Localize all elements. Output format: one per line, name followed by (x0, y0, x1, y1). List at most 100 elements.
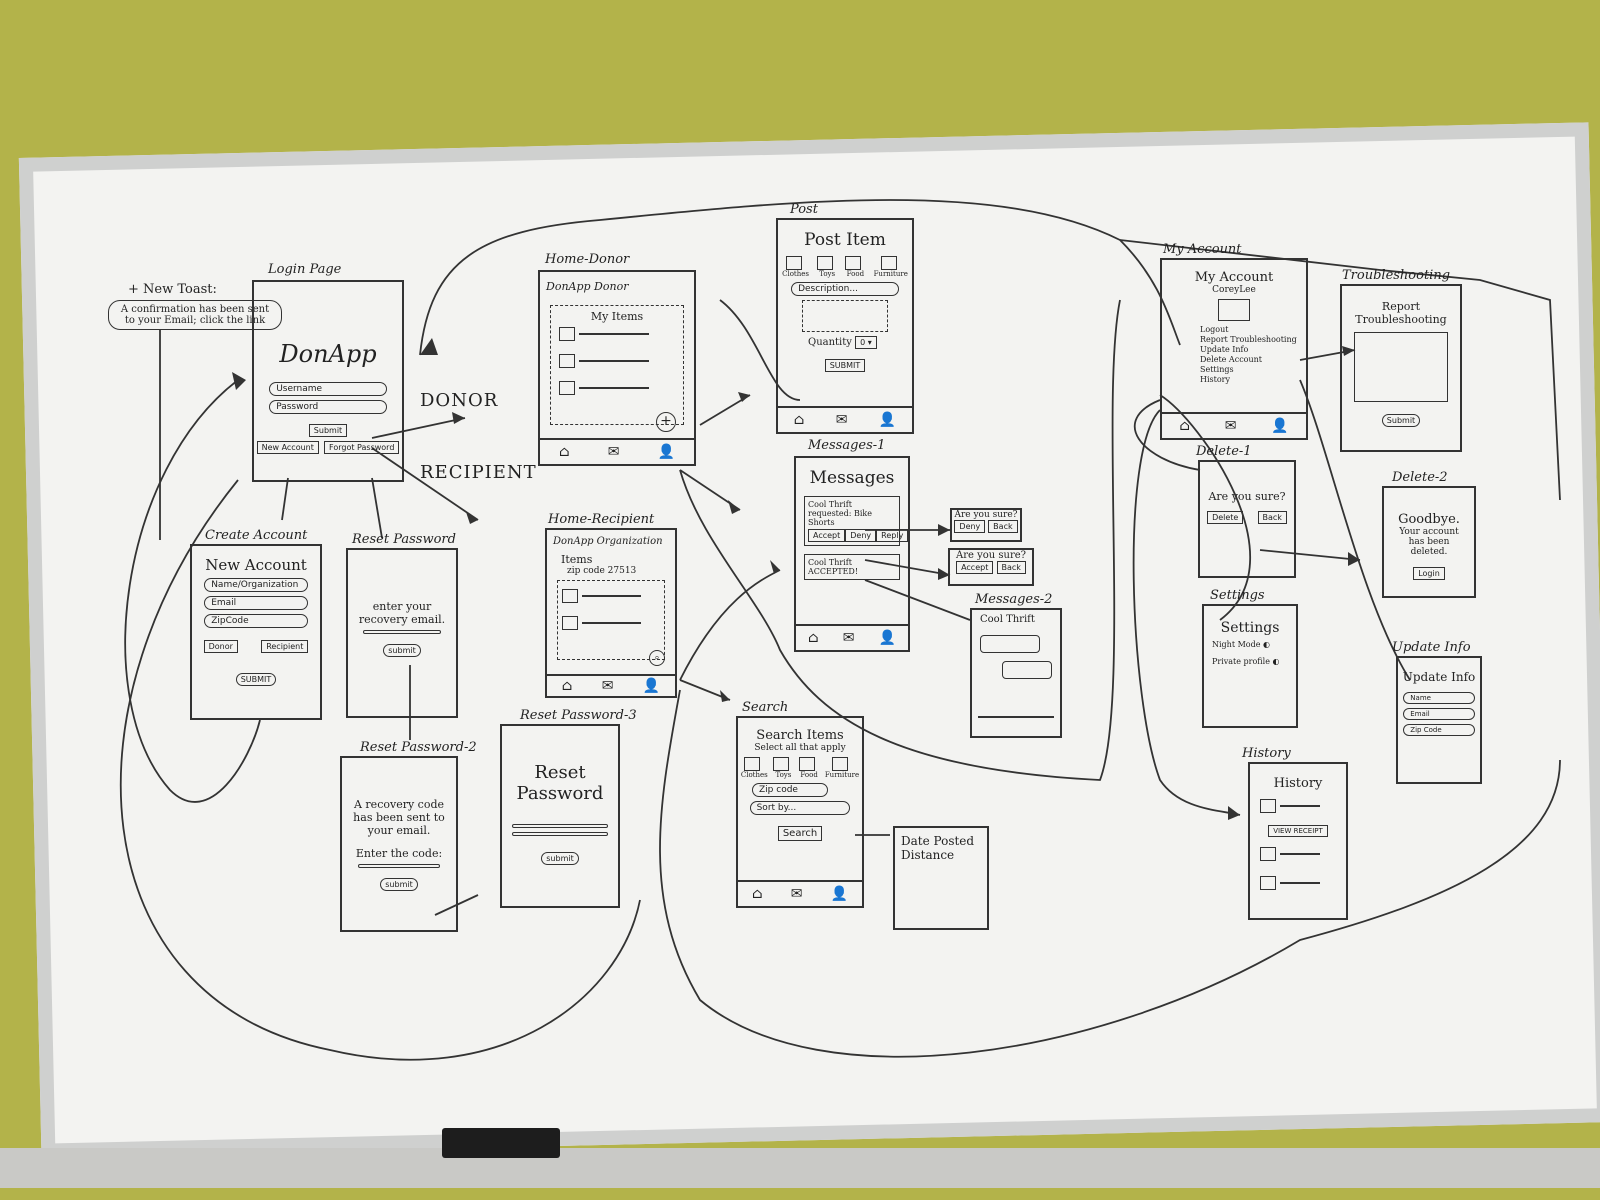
account-icon[interactable]: 👤 (830, 886, 848, 902)
recipient-option[interactable]: Recipient (261, 640, 309, 653)
accept-button[interactable]: Accept (808, 529, 846, 542)
post-screen: Post Item Clothes Toys Food Furniture De… (776, 218, 914, 434)
delete-account-link[interactable]: Delete Account (1200, 355, 1263, 364)
my-items-list: My Items (550, 305, 684, 425)
account-icon[interactable]: 👤 (642, 678, 661, 694)
new-password-field[interactable] (512, 824, 608, 828)
private-profile-toggle[interactable]: Private profile ◐ (1212, 657, 1280, 666)
mail-icon[interactable]: ✉ (790, 886, 803, 902)
marker-tray (0, 1148, 1600, 1188)
add-item-icon[interactable]: + (656, 412, 676, 432)
logout-link[interactable]: Logout (1200, 325, 1229, 334)
home-donor-screen: DonApp Donor My Items + ⌂ ✉ 👤 (538, 270, 696, 466)
mail-icon[interactable]: ✉ (601, 678, 614, 694)
deny-confirm-button[interactable]: Deny (954, 520, 986, 533)
login-submit-button[interactable]: Submit (308, 424, 348, 437)
home-recipient-title: Home-Recipient (548, 512, 655, 527)
category-clothes[interactable]: Clothes (741, 757, 768, 779)
recovery-email-field[interactable] (362, 630, 442, 634)
email-field[interactable]: Email (204, 596, 308, 610)
home-icon[interactable]: ⌂ (793, 412, 805, 428)
category-food[interactable]: Food (845, 256, 865, 278)
category-furniture[interactable]: Furniture (825, 757, 859, 779)
message-item[interactable]: Cool Thrift requested: Bike Shorts Accep… (804, 496, 909, 546)
username-field[interactable]: Username (269, 382, 387, 396)
sort-dropdown[interactable]: Sort by... (749, 801, 851, 815)
home-icon[interactable]: ⌂ (752, 886, 763, 902)
settings-title: Settings (1210, 588, 1265, 603)
sort-options-panel: Date Posted Distance (893, 826, 989, 930)
code-submit-button[interactable]: submit (380, 878, 418, 891)
recovery-code-field[interactable] (357, 864, 441, 868)
account-icon[interactable]: 👤 (878, 412, 897, 428)
zip-code-field[interactable]: Zip code (752, 783, 828, 797)
description-field[interactable]: Description... (791, 282, 899, 296)
category-furniture[interactable]: Furniture (874, 256, 908, 278)
account-icon[interactable]: 👤 (878, 630, 896, 646)
update-info-link[interactable]: Update Info (1200, 345, 1249, 354)
back-button[interactable]: Back (1257, 511, 1287, 524)
home-icon[interactable]: ⌂ (559, 444, 570, 460)
list-item[interactable] (559, 350, 675, 369)
new-account-button[interactable]: New Account (256, 441, 319, 454)
settings-link[interactable]: Settings (1200, 365, 1234, 374)
email-field[interactable]: Email (1403, 708, 1475, 720)
confirm-password-field[interactable] (512, 832, 608, 836)
new-password-submit-button[interactable]: submit (541, 852, 579, 865)
search-button[interactable]: Search (777, 826, 823, 841)
category-clothes[interactable]: Clothes (782, 256, 809, 278)
post-submit-button[interactable]: SUBMIT (824, 359, 866, 372)
login-button[interactable]: Login (1413, 567, 1445, 580)
quantity-stepper[interactable]: Quantity 0 ▾ (778, 336, 912, 349)
category-toys[interactable]: Toys (773, 757, 793, 779)
deny-confirm-dialog: Are you sure? Deny Back (950, 508, 1022, 542)
mail-icon[interactable]: ✉ (607, 444, 620, 460)
message-item[interactable]: Cool Thrift ACCEPTED! (804, 554, 900, 580)
back-button[interactable]: Back (996, 561, 1026, 574)
mail-icon[interactable]: ✉ (842, 630, 855, 646)
night-mode-toggle[interactable]: Night Mode ◐ (1212, 640, 1270, 649)
deny-button[interactable]: Deny (845, 529, 877, 542)
name-field[interactable]: Name/Organization (204, 578, 308, 592)
reply-button[interactable]: Reply (876, 529, 909, 542)
list-item[interactable] (562, 612, 660, 631)
home-icon[interactable]: ⌂ (1179, 418, 1191, 434)
home-recipient-screen: DonApp Organization Items zip code 27513… (545, 528, 677, 698)
password-field[interactable]: Password (269, 400, 387, 414)
bottom-nav: ⌂ ✉ 👤 (738, 880, 862, 906)
forgot-password-button[interactable]: Forgot Password (324, 441, 400, 454)
delete-button[interactable]: Delete (1207, 511, 1244, 524)
history-link[interactable]: History (1200, 375, 1231, 384)
category-food[interactable]: Food (799, 757, 819, 779)
account-icon[interactable]: 👤 (657, 444, 675, 460)
delete-2-title: Delete-2 (1392, 470, 1448, 485)
report-submit-button[interactable]: Submit (1381, 414, 1421, 427)
zipcode-field[interactable]: ZipCode (204, 614, 308, 628)
home-icon[interactable]: ⌂ (561, 678, 573, 694)
create-submit-button[interactable]: SUBMIT (235, 673, 277, 686)
category-toys[interactable]: Toys (817, 256, 837, 278)
home-icon[interactable]: ⌂ (808, 630, 819, 646)
list-item[interactable] (559, 323, 675, 342)
zip-code-field[interactable]: Zip Code (1403, 724, 1475, 736)
report-textarea[interactable] (1354, 332, 1448, 402)
create-account-screen: New Account Name/Organization Email ZipC… (190, 544, 322, 720)
mail-icon[interactable]: ✉ (1224, 418, 1237, 434)
back-button[interactable]: Back (988, 520, 1018, 533)
list-item[interactable] (559, 377, 675, 396)
search-hint: Select all that apply (754, 743, 846, 753)
view-receipt-button[interactable]: VIEW RECEIPT (1268, 825, 1328, 837)
photo-upload-area[interactable] (802, 300, 888, 332)
accept-confirm-button[interactable]: Accept (956, 561, 994, 574)
list-item[interactable] (562, 585, 660, 604)
donor-option[interactable]: Donor (203, 640, 238, 653)
account-icon[interactable]: 👤 (1271, 418, 1289, 434)
name-field[interactable]: Name (1403, 692, 1475, 704)
mail-icon[interactable]: ✉ (835, 412, 848, 428)
troubleshooting-link[interactable]: Report Troubleshooting (1200, 335, 1297, 344)
search-icon[interactable]: ⌕ (649, 650, 665, 666)
search-screen: Search Items Select all that apply Cloth… (736, 716, 864, 908)
update-info-screen: Update Info Name Email Zip Code (1396, 656, 1482, 784)
reset-submit-button[interactable]: submit (383, 644, 421, 657)
message-input[interactable] (978, 716, 1054, 718)
